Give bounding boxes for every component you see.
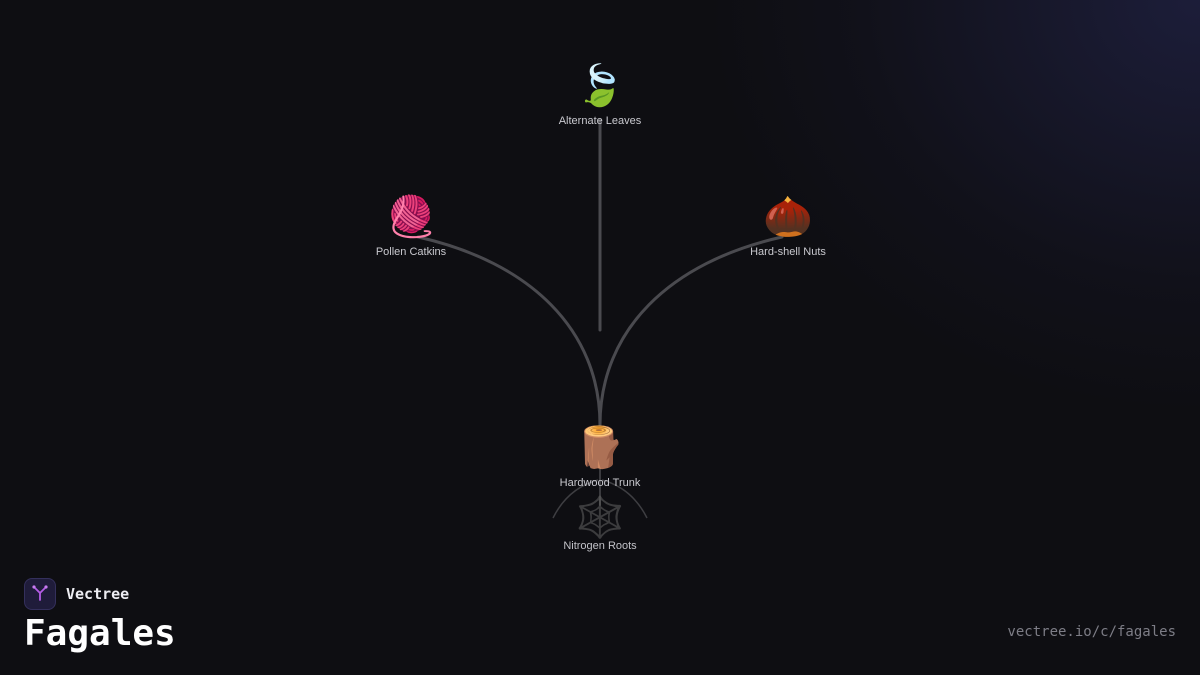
page-title: Fagales xyxy=(24,613,176,654)
node-label: Pollen Catkins xyxy=(375,246,447,258)
leaves-icon: 🍃 xyxy=(575,64,625,108)
edge-trunk-catkins xyxy=(416,235,602,427)
page-url[interactable]: vectree.io/c/fagales xyxy=(1007,624,1176,640)
node-hard-shell-nuts[interactable]: 🌰 Hard-shell Nuts xyxy=(708,193,868,258)
wood-log-icon: 🪵 xyxy=(575,426,625,470)
node-alternate-leaves[interactable]: 🍃 Alternate Leaves xyxy=(520,62,680,127)
chestnut-icon: 🌰 xyxy=(763,195,813,239)
node-pollen-catkins[interactable]: 🧶 Pollen Catkins xyxy=(331,193,491,258)
spider-web-icon: 🕸️ xyxy=(575,496,625,540)
node-nitrogen-roots[interactable]: 🕸️ Nitrogen Roots xyxy=(520,494,680,552)
node-label: Nitrogen Roots xyxy=(563,540,637,552)
node-label: Hard-shell Nuts xyxy=(750,246,826,258)
root-arc-left xyxy=(552,479,599,519)
node-label: Hardwood Trunk xyxy=(559,477,641,489)
node-label: Alternate Leaves xyxy=(558,115,642,127)
node-hardwood-trunk[interactable]: 🪵 Hardwood Trunk xyxy=(520,424,680,489)
vectree-branch-icon xyxy=(24,578,56,610)
yarn-ball-icon: 🧶 xyxy=(386,195,436,239)
brand-name: Vectree xyxy=(66,585,130,603)
edge-trunk-nuts xyxy=(598,235,784,427)
root-arc-right xyxy=(601,479,648,519)
brand[interactable]: Vectree xyxy=(24,577,129,611)
